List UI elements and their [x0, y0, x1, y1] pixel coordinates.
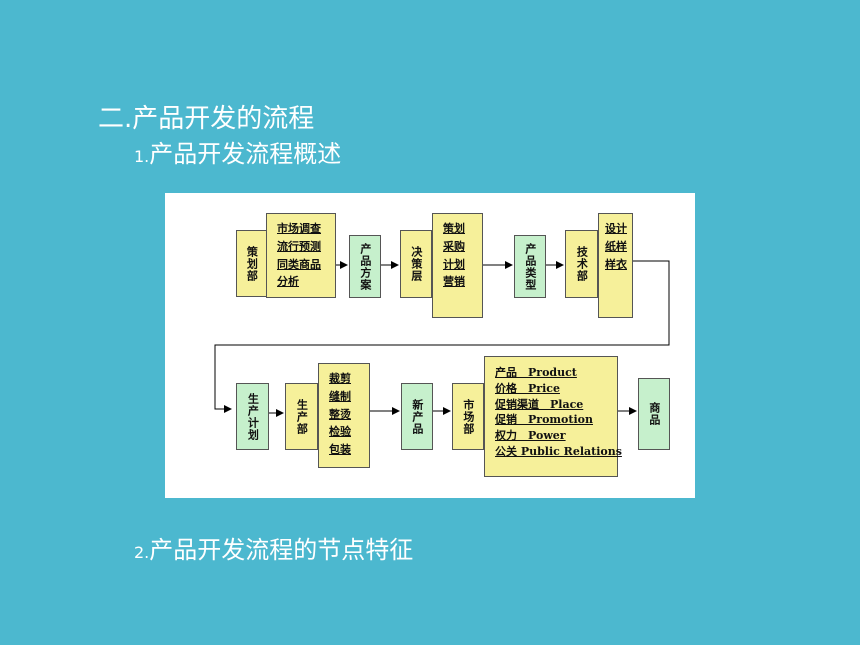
section-title: 二.产品开发的流程	[98, 104, 315, 134]
node-production-plan: 生产计划	[236, 383, 269, 450]
node-new-product: 新产品	[401, 383, 433, 450]
node-decision-layer: 决策层	[400, 230, 432, 298]
node-decision-tasks-item: 策划	[443, 222, 465, 235]
node-market-research-item: 分析	[277, 275, 299, 289]
node-production-tasks-item: 缝制	[329, 389, 351, 403]
node-decision-tasks: 策划 采购 计划 营销	[432, 213, 483, 318]
arrow-n8-n9	[214, 260, 670, 413]
node-market-research-item: 流行预测	[277, 239, 321, 253]
node-marketing-dept: 市场部	[452, 383, 484, 450]
node-market-research: 市场调查 流行预测 同类商品 分析	[266, 213, 336, 298]
flow-connectors	[214, 260, 670, 417]
subsection-2-text: 产品开发流程的节点特征	[149, 536, 414, 564]
node-production-tasks-item: 裁剪	[329, 372, 351, 385]
node-marketing-mix-item: 权力 Power	[495, 429, 566, 442]
node-tech-tasks-item: 样衣	[605, 257, 627, 271]
node-tech-tasks-item: 设计	[605, 222, 627, 235]
subsection-1-number: 1.	[134, 147, 150, 166]
node-commodity: 商品	[638, 378, 670, 450]
node-marketing-mix-item: 促销 Promotion	[495, 413, 593, 427]
subsection-2-title: 2.产品开发流程的节点特征	[134, 530, 413, 565]
node-tech-dept: 技术部	[565, 230, 598, 298]
node-production-tasks-item: 检验	[329, 425, 351, 439]
subsection-1-text: 产品开发流程概述	[149, 140, 342, 168]
node-market-research-item: 同类商品	[277, 257, 321, 271]
node-production-tasks-item: 整烫	[329, 407, 351, 421]
node-market-research-item: 市场调查	[277, 222, 321, 235]
node-planning-dept: 策划部	[236, 230, 267, 297]
node-decision-tasks-item: 计划	[443, 257, 465, 271]
node-marketing-mix-item: 公关 Public Relations	[495, 444, 622, 458]
node-production-tasks: 裁剪 缝制 整烫 检验 包装	[318, 363, 370, 468]
subsection-1-title: 1.产品开发流程概述	[134, 134, 341, 169]
node-marketing-mix-item: 促销渠道 Place	[495, 397, 584, 411]
node-product-type: 产品类型	[514, 235, 546, 298]
node-production-dept: 生产部	[285, 383, 318, 450]
flowchart-panel: 策划部 市场调查 流行预测 同类商品 分析 产品方案 决策层 策划 采购 计划 …	[165, 193, 695, 498]
node-decision-tasks-item: 营销	[443, 275, 465, 289]
node-decision-tasks-item: 采购	[443, 239, 465, 253]
node-marketing-mix: 产品 Product 价格 Price 促销渠道 Place 促销 Promot…	[484, 356, 622, 477]
node-marketing-mix-item: 产品 Product	[495, 366, 577, 379]
node-product-plan: 产品方案	[349, 235, 381, 298]
node-marketing-mix-item: 价格 Price	[495, 381, 560, 395]
node-tech-tasks-item: 纸样	[605, 239, 627, 253]
node-production-tasks-item: 包装	[329, 443, 351, 456]
node-tech-tasks: 设计 纸样 样衣	[598, 213, 633, 318]
subsection-2-number: 2.	[134, 543, 150, 562]
